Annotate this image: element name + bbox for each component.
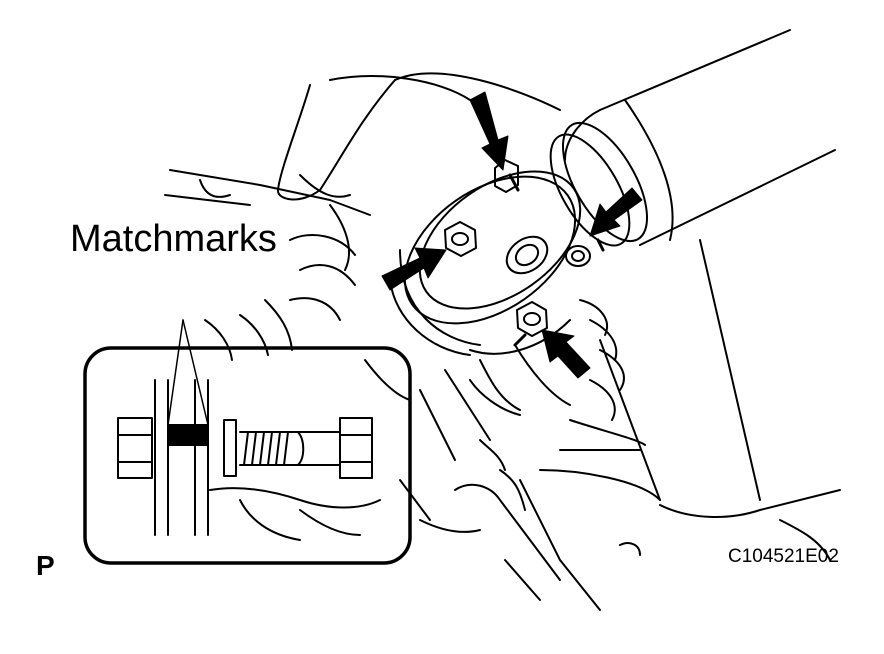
- arrow-icon: [589, 187, 643, 237]
- bolt-icon: [516, 301, 548, 337]
- flange-bolts: [444, 159, 605, 347]
- bolt-icon: [444, 221, 477, 257]
- suspension-right: [569, 299, 646, 446]
- nut-icon: [117, 417, 153, 479]
- leader-lines: [167, 319, 209, 426]
- arrow-icon: [469, 91, 509, 171]
- figure-code: C104521E02: [728, 546, 839, 567]
- bolt-icon: [494, 159, 519, 193]
- matchmarks-label: Matchmarks: [70, 218, 277, 260]
- flange-yoke: [389, 170, 582, 416]
- bolt-icon: [565, 245, 591, 267]
- bolt-icon: [239, 417, 373, 479]
- chassis-background: [164, 72, 841, 611]
- inset-detail: [83, 346, 412, 565]
- arrow-icon: [381, 247, 447, 291]
- view-letter: P: [36, 550, 55, 581]
- arrow-icon: [541, 329, 591, 379]
- propeller-shaft: [549, 29, 836, 247]
- arrows: [381, 91, 643, 379]
